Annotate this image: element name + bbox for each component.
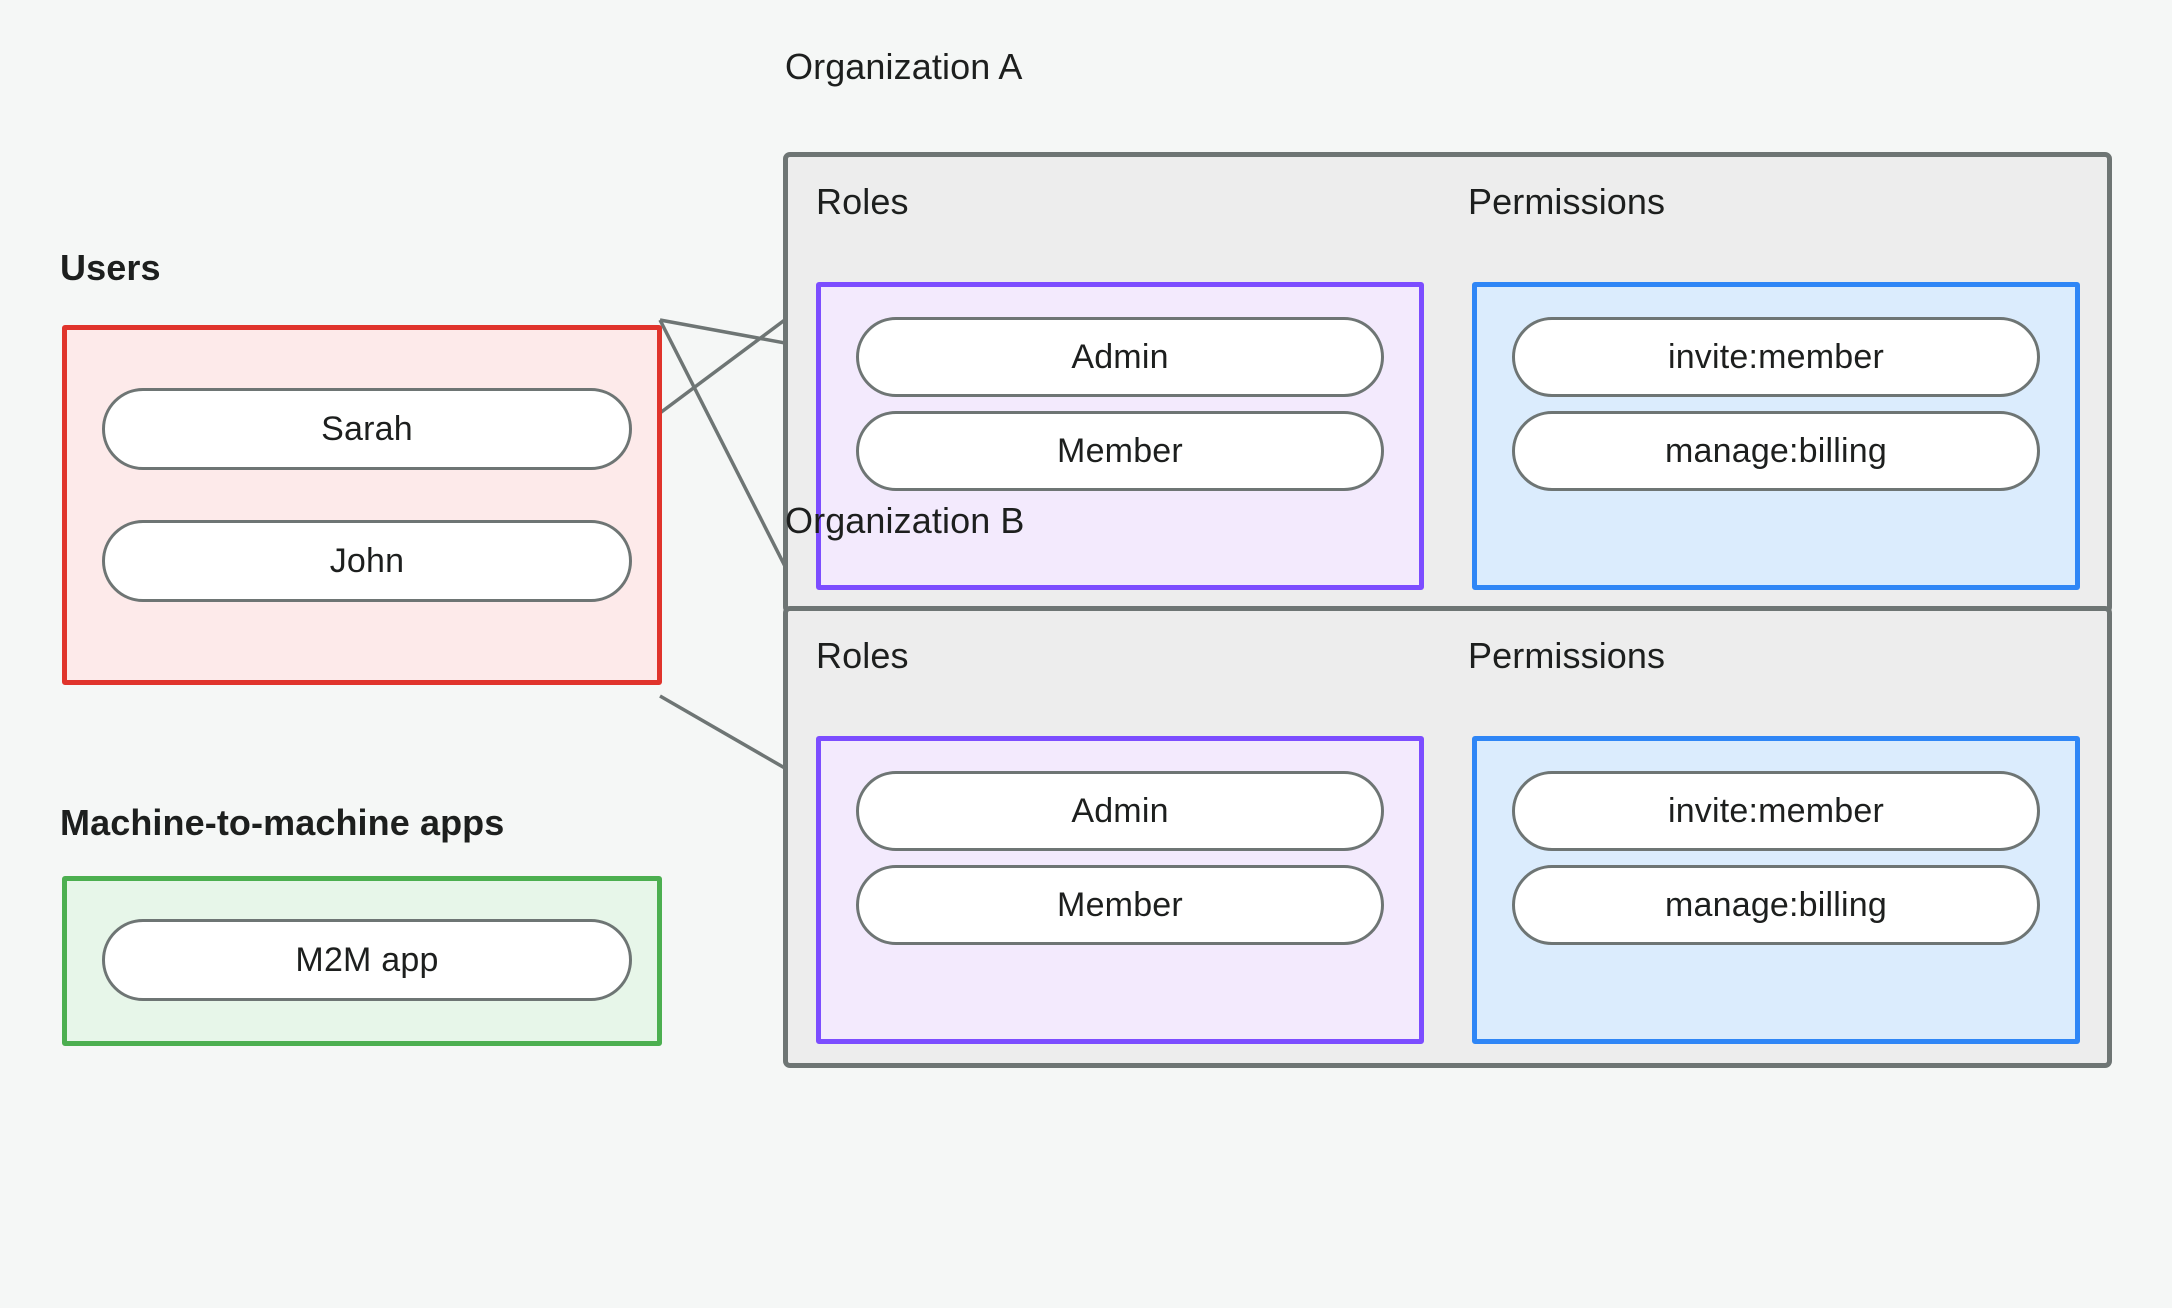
role-node-org-a-member[interactable]: Member: [856, 411, 1384, 491]
org-a-roles-caption: Roles: [816, 181, 909, 222]
org-a-group: Roles Permissions Admin Member invite:me…: [783, 152, 2112, 614]
org-b-roles-caption: Roles: [816, 635, 909, 676]
users-caption: Users: [60, 247, 161, 288]
org-b-permissions-group: invite:member manage:billing: [1472, 736, 2080, 1044]
permission-node-org-b-billing[interactable]: manage:billing: [1512, 865, 2040, 945]
user-node-john[interactable]: John: [102, 520, 632, 602]
org-a-caption: Organization A: [785, 46, 1023, 87]
m2m-node-app[interactable]: M2M app: [102, 919, 632, 1001]
org-b-permissions-caption: Permissions: [1468, 635, 1666, 676]
org-a-permissions-group: invite:member manage:billing: [1472, 282, 2080, 590]
org-a-roles-group: Admin Member: [816, 282, 1424, 590]
org-b-group: Roles Permissions Admin Member invite:me…: [783, 606, 2112, 1068]
org-b-caption: Organization B: [785, 500, 1025, 541]
role-node-org-a-admin[interactable]: Admin: [856, 317, 1384, 397]
org-b-roles-group: Admin Member: [816, 736, 1424, 1044]
permission-node-org-b-invite[interactable]: invite:member: [1512, 771, 2040, 851]
role-node-org-b-admin[interactable]: Admin: [856, 771, 1384, 851]
user-node-sarah[interactable]: Sarah: [102, 388, 632, 470]
permission-node-org-a-invite[interactable]: invite:member: [1512, 317, 2040, 397]
org-a-permissions-caption: Permissions: [1468, 181, 1666, 222]
role-node-org-b-member[interactable]: Member: [856, 865, 1384, 945]
m2m-group: M2M app: [62, 876, 662, 1046]
users-group: Sarah John: [62, 325, 662, 685]
m2m-caption: Machine-to-machine apps: [60, 802, 505, 843]
permission-node-org-a-billing[interactable]: manage:billing: [1512, 411, 2040, 491]
